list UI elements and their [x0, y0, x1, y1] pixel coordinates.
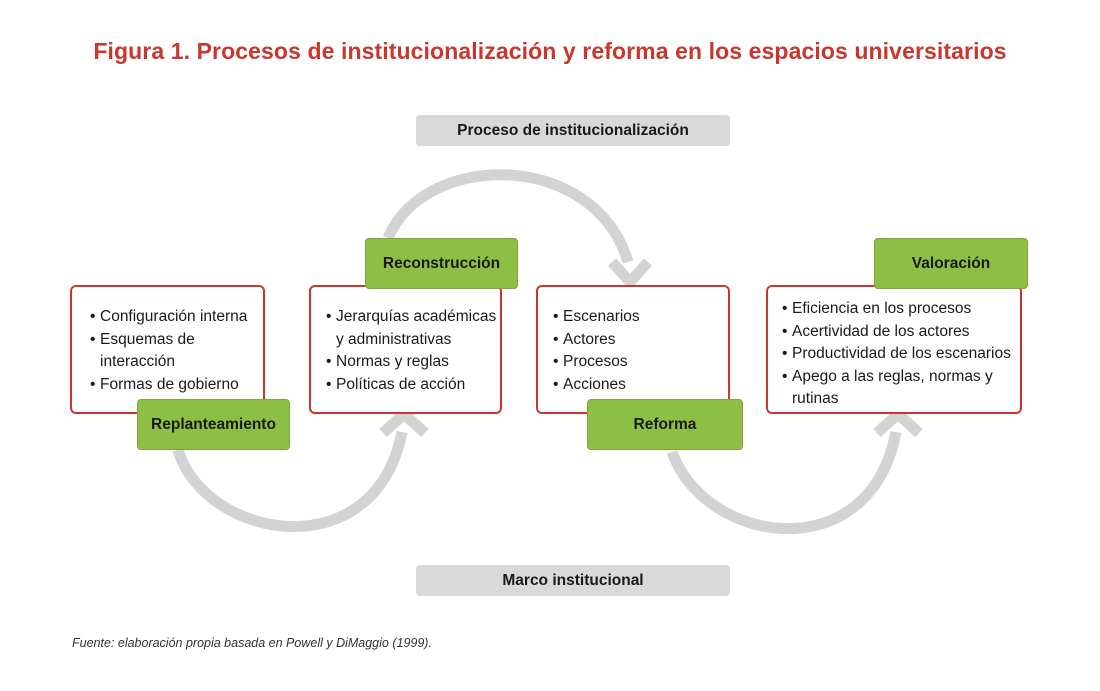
- list-item-continuation: interacción: [100, 353, 175, 370]
- list-item: Productividad de los escenarios: [782, 343, 1020, 366]
- list-item: Acertividad de los actores: [782, 321, 1020, 344]
- bottom-process-bar: Marco institucional: [416, 565, 730, 596]
- list-item-continuation: rutinas: [792, 390, 839, 407]
- list-item: Actores: [553, 329, 728, 352]
- list-item: Procesos: [553, 351, 728, 374]
- list-item: Formas de gobierno: [90, 374, 263, 397]
- top-process-bar: Proceso de institucionalización: [416, 115, 730, 146]
- stage-box-replanteamiento: Configuración interna Esquemas de intera…: [70, 285, 265, 414]
- arrow-reconstruccion-to-reforma: [382, 169, 634, 264]
- source-note: Fuente: elaboración propia basada en Pow…: [72, 636, 432, 650]
- stage-box-reconstruccion: Jerarquías académicas y administrativas …: [309, 285, 502, 414]
- list-item: Jerarquías académicas: [326, 306, 500, 329]
- stage-label-reforma: Reforma: [587, 399, 743, 450]
- stage-box-valoracion: Eficiencia en los procesos Acertividad d…: [766, 285, 1022, 414]
- arrowhead-up-left: [379, 406, 429, 438]
- stage-label-replanteamiento: Replanteamiento: [137, 399, 290, 450]
- figure-title: Figura 1. Procesos de institucionalizaci…: [93, 38, 1007, 64]
- list-item: Configuración interna: [90, 306, 263, 329]
- list-item: Eficiencia en los procesos: [782, 298, 1020, 321]
- list-item: Apego a las reglas, normas y: [782, 366, 1020, 389]
- arrow-reforma-to-valoracion: [666, 430, 902, 535]
- list-item: Acciones: [553, 374, 728, 397]
- stage-box-reforma: Escenarios Actores Procesos Acciones: [536, 285, 730, 414]
- arrow-replanteamiento-to-reconstruccion: [172, 430, 408, 533]
- stage-label-valoracion: Valoración: [874, 238, 1028, 289]
- list-item: Esquemas de: [90, 329, 263, 352]
- arrowhead-down-top: [607, 258, 653, 291]
- list-item: Escenarios: [553, 306, 728, 329]
- arrowhead-up-right: [873, 406, 923, 438]
- list-item: Políticas de acción: [326, 374, 500, 397]
- stage-label-reconstruccion: Reconstrucción: [365, 238, 518, 289]
- list-item: Normas y reglas: [326, 351, 500, 374]
- list-item-continuation: y administrativas: [336, 330, 452, 348]
